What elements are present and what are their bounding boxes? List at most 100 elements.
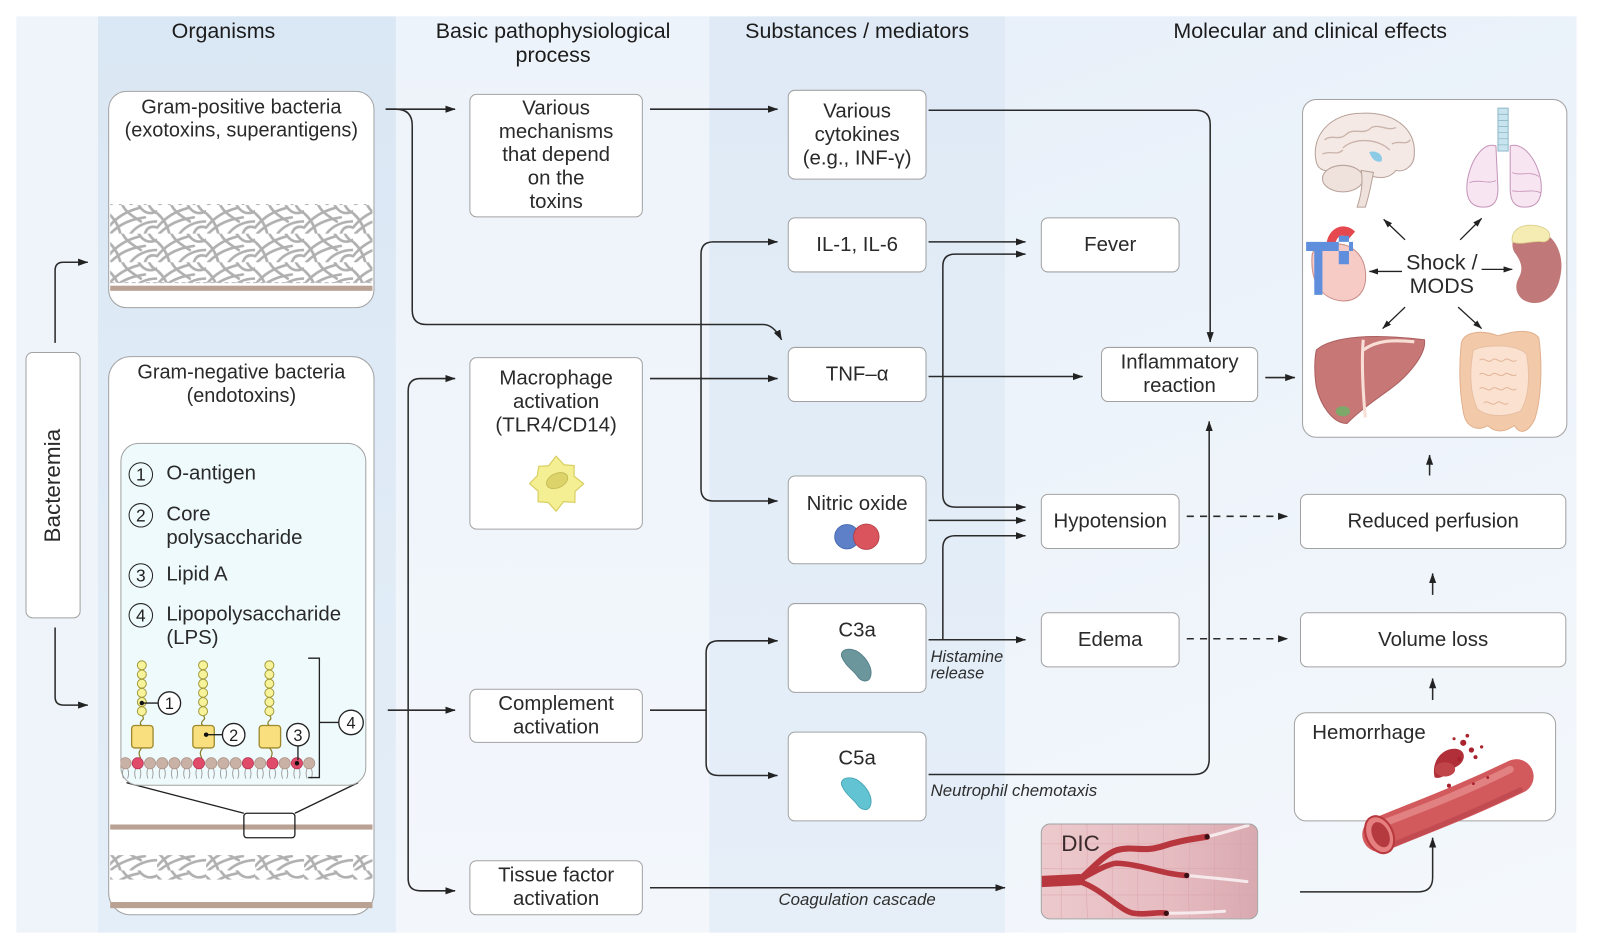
sugar-unit bbox=[197, 696, 208, 707]
bacteremia-box: Bacteremia bbox=[25, 352, 81, 619]
gram-positive-title: Gram-positive bacteria bbox=[141, 95, 342, 119]
inner-membrane bbox=[109, 901, 373, 908]
header-text: Substances / mediators bbox=[745, 19, 970, 43]
arrow-macrophage-to-il1-il6 bbox=[700, 238, 779, 379]
lipid-head bbox=[229, 756, 242, 769]
sugar-unit bbox=[197, 687, 208, 698]
lps-component-label: Lipid A bbox=[166, 563, 227, 586]
box-text: Tissue factor bbox=[498, 864, 615, 887]
arrow-shock-to-lungs bbox=[1459, 217, 1482, 240]
vessel-trunk bbox=[1041, 873, 1085, 887]
hemorrhage-box: Hemorrhage bbox=[1293, 712, 1557, 822]
occluded-tail-1 bbox=[1205, 824, 1250, 838]
box-text: that depend bbox=[502, 143, 611, 167]
lipid-head bbox=[168, 756, 181, 769]
histamine-release-label: Histamine release bbox=[930, 648, 1004, 683]
core-unit bbox=[130, 724, 154, 749]
lps-component-lipopolysaccharide: 4 Lipopolysaccharide (LPS) bbox=[128, 603, 341, 650]
label-line: (LPS) bbox=[166, 626, 219, 649]
lipid-head bbox=[302, 756, 315, 769]
lipid-a-head bbox=[192, 756, 205, 769]
linker bbox=[136, 747, 142, 764]
occluded-tail-2 bbox=[1184, 873, 1249, 883]
note-text: Histamine bbox=[930, 648, 1004, 667]
liver-ligament bbox=[1360, 338, 1415, 418]
marker-circle-4 bbox=[337, 709, 364, 735]
lipid-head bbox=[217, 756, 230, 769]
vessel-branch-2 bbox=[1076, 860, 1190, 882]
o-antigen-chains bbox=[136, 659, 274, 716]
tnf-alpha-box: TNF–α bbox=[787, 346, 927, 403]
sugar-unit bbox=[136, 705, 147, 716]
marker-label-4: 4 bbox=[346, 714, 355, 732]
box-text: Macrophage bbox=[499, 367, 613, 390]
arrow-shock-to-intestine bbox=[1457, 306, 1482, 329]
sugar-unit bbox=[263, 678, 274, 689]
sugar-unit bbox=[263, 696, 274, 707]
liver-body bbox=[1313, 335, 1425, 424]
vessel-branch-3 bbox=[1076, 878, 1169, 917]
box-text: IL-1, IL-6 bbox=[816, 233, 898, 256]
marker-label-1: 1 bbox=[164, 695, 173, 713]
trachea bbox=[1497, 107, 1509, 152]
outer-membrane bbox=[109, 824, 373, 830]
arrow-dic-to-hemorrhage bbox=[1299, 837, 1437, 893]
complement-activation-box: Complement activation bbox=[469, 688, 643, 743]
leader-dot bbox=[203, 732, 208, 737]
ventricle bbox=[1368, 151, 1382, 162]
column-header-basic-process: Basic pathophysiological process bbox=[400, 19, 706, 68]
box-text: Various bbox=[522, 96, 590, 120]
header-text: Basic pathophysiological bbox=[435, 19, 671, 43]
occluded-tail-3 bbox=[1164, 909, 1226, 915]
label-line: Core bbox=[166, 503, 211, 526]
lipid-head bbox=[120, 756, 132, 769]
lipid-head bbox=[155, 756, 168, 769]
lipid-head bbox=[278, 756, 291, 769]
gram-positive-box: Gram-positive bacteria (exotoxins, super… bbox=[108, 90, 375, 309]
number-badge: 1 bbox=[128, 462, 154, 487]
shock-mods-label: Shock / MODS bbox=[1391, 251, 1493, 298]
lungs-icon bbox=[1465, 107, 1542, 208]
adrenal-gland bbox=[1511, 224, 1550, 244]
arrow-cytokines-to-inflammatory-reaction bbox=[928, 109, 1214, 343]
gram-positive-subtitle: (exotoxins, superantigens) bbox=[124, 119, 359, 142]
oxygen-atom bbox=[853, 523, 880, 550]
peptidoglycan-layer bbox=[109, 203, 373, 283]
column-header-organisms: Organisms bbox=[121, 19, 325, 43]
microthrombus bbox=[1183, 872, 1189, 878]
zoom-region-marker bbox=[242, 812, 296, 839]
box-text: Fever bbox=[1084, 233, 1137, 256]
note-text: Neutrophil chemotaxis bbox=[930, 781, 1098, 800]
arrow-shock-to-brain bbox=[1382, 218, 1406, 240]
lps-component-o-antigen: 1 O-antigen bbox=[128, 462, 256, 487]
lps-bracket bbox=[307, 657, 339, 778]
lipid-head bbox=[253, 756, 266, 769]
label-line: Lipid A bbox=[166, 563, 228, 586]
nitric-oxide-molecule-icon bbox=[834, 523, 880, 550]
brainstem bbox=[1356, 169, 1374, 208]
gallbladder bbox=[1335, 405, 1350, 416]
shock-text-line: Shock / bbox=[1406, 251, 1478, 275]
linker bbox=[266, 714, 272, 726]
lipid-head bbox=[204, 756, 217, 769]
microthrombus bbox=[1163, 910, 1169, 916]
kidney-body bbox=[1512, 231, 1562, 303]
box-text: toxins bbox=[529, 190, 583, 214]
header-text: Molecular and clinical effects bbox=[1173, 19, 1447, 43]
aorta bbox=[1325, 225, 1355, 250]
shock-mods-box: Shock / MODS bbox=[1302, 98, 1568, 438]
macrophage-activation-box: Macrophage activation (TLR4/CD14) bbox=[469, 357, 643, 530]
edema-box: Edema bbox=[1040, 612, 1180, 668]
arrow-complement-to-c5a bbox=[705, 710, 779, 780]
box-text: C5a bbox=[838, 746, 876, 770]
arrow-tnf-to-hypotension bbox=[942, 376, 1027, 511]
linker bbox=[200, 714, 205, 726]
number-badge: 3 bbox=[128, 563, 154, 588]
tissue-factor-activation-box: Tissue factor activation bbox=[469, 860, 643, 916]
arrow-gram-negative-to-macrophage bbox=[407, 374, 456, 711]
box-text: Various bbox=[823, 99, 891, 122]
arrow-complement-to-c3a bbox=[649, 637, 779, 711]
lipid-head bbox=[180, 756, 193, 769]
shock-text-line: MODS bbox=[1409, 274, 1474, 298]
